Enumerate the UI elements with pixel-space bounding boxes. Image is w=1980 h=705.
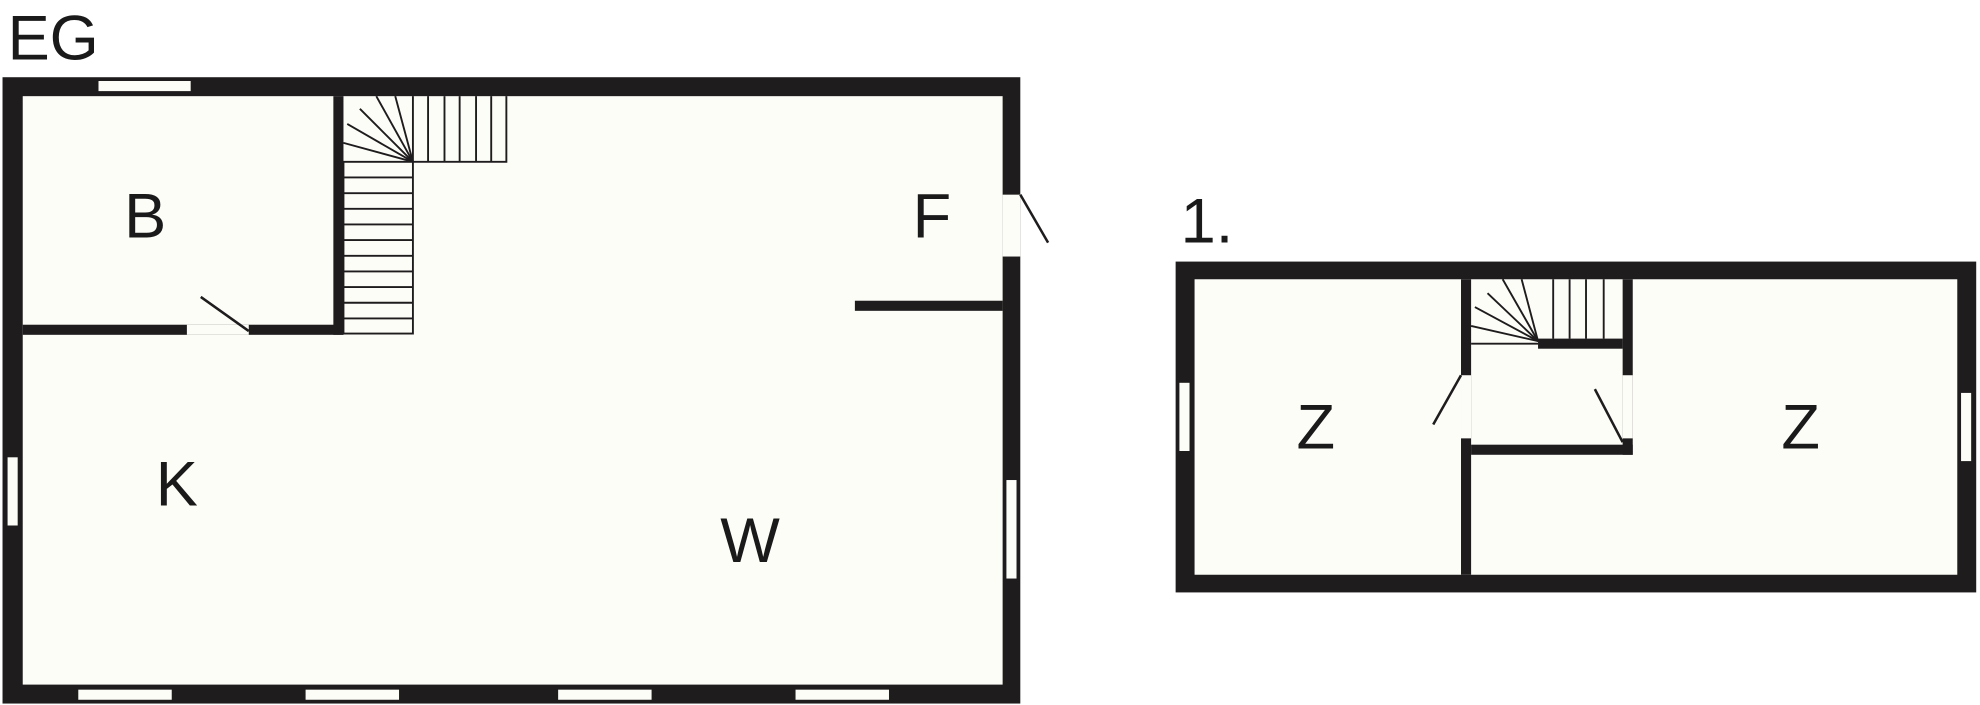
winder-tread — [1520, 279, 1539, 342]
interior-wall — [1538, 338, 1623, 349]
winder-tread — [343, 141, 414, 163]
window — [305, 689, 400, 700]
door-leaf — [200, 295, 250, 333]
window — [1179, 382, 1190, 451]
door-leaf — [1019, 194, 1050, 244]
staircase — [342, 95, 508, 335]
entrance-door-opening — [1002, 194, 1021, 257]
window — [78, 689, 172, 700]
door-leaf — [1593, 388, 1624, 443]
window — [795, 689, 889, 700]
winder-tread — [346, 123, 414, 163]
floor-title-eg: EG — [8, 4, 99, 74]
floor-area — [22, 96, 1003, 685]
room-label-z-right: Z — [1781, 392, 1820, 462]
winder-tread — [375, 95, 414, 163]
floor-title-1: 1. — [1181, 187, 1234, 257]
winder-tread — [1486, 292, 1539, 342]
winder-tread — [1470, 325, 1539, 343]
door-opening — [1461, 375, 1472, 439]
window — [98, 81, 191, 92]
window — [1006, 480, 1017, 579]
interior-wall — [333, 96, 344, 335]
window — [1961, 392, 1972, 462]
interior-wall — [1471, 444, 1633, 455]
window — [7, 457, 18, 526]
floor-area — [1194, 279, 1958, 575]
door-opening — [1622, 375, 1633, 439]
winder-tread — [394, 95, 414, 163]
door-opening — [186, 324, 249, 335]
door-leaf — [1432, 374, 1463, 426]
staircase — [1470, 278, 1605, 345]
room-label-k: K — [156, 449, 198, 519]
interior-wall — [22, 324, 344, 335]
upper-floor-plan: 1. Z Z — [1175, 187, 1977, 593]
ground-floor-plan: EG B F K W — [2, 4, 1050, 704]
winder-tread — [359, 108, 414, 163]
winder-tread — [1474, 306, 1539, 342]
window — [558, 689, 652, 700]
room-label-f: F — [913, 182, 952, 252]
interior-wall — [1622, 279, 1633, 455]
interior-wall — [854, 300, 1003, 311]
room-label-b: B — [124, 182, 166, 252]
room-label-w: W — [720, 506, 780, 576]
room-label-z-left: Z — [1297, 392, 1336, 462]
winder-tread — [1501, 278, 1539, 342]
